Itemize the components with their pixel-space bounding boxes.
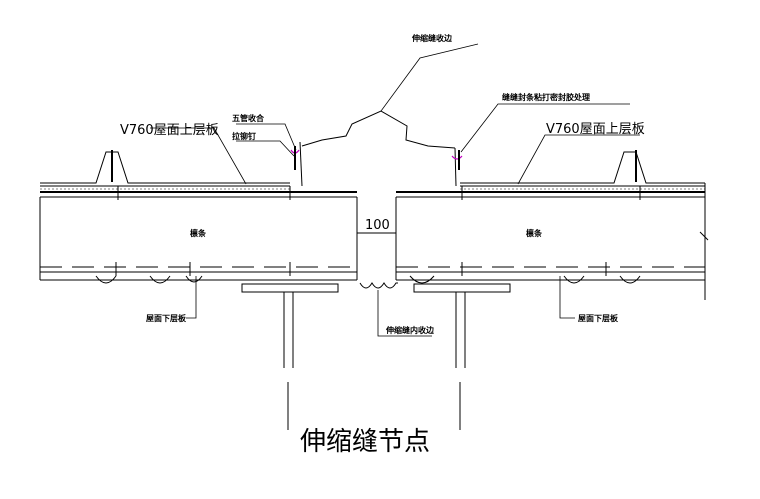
right-beam-web bbox=[455, 292, 466, 368]
leader-right-seal bbox=[460, 103, 630, 153]
label-right-seal-note: 缝缝封条粘打密封胶处理 bbox=[502, 92, 590, 102]
leader-joint-top bbox=[380, 43, 479, 112]
break-mark bbox=[699, 231, 709, 241]
drawing-title: 伸缩缝节点 bbox=[300, 427, 430, 457]
leader-inner-trim bbox=[377, 290, 432, 337]
left-upper-panel-profile bbox=[40, 151, 290, 184]
label-left-lower-panel: 屋面下层板 bbox=[146, 313, 187, 323]
left-support-beam bbox=[241, 283, 339, 430]
gap-dimension: 100 bbox=[357, 218, 396, 234]
label-left-rivet: 拉铆钉 bbox=[232, 131, 256, 141]
inner-trim bbox=[359, 282, 398, 289]
label-left-upper-panel: V760屋面上层板 bbox=[120, 123, 219, 138]
leader-left-rivet bbox=[236, 140, 295, 157]
left-roof-assembly bbox=[39, 141, 358, 284]
right-upper-panel-profile bbox=[460, 151, 705, 184]
label-inner-trim: 伸缩缝内收边 bbox=[385, 325, 435, 335]
left-lower-panel-corrugation bbox=[95, 275, 203, 284]
leader-left-panel bbox=[150, 127, 247, 185]
top-flashing bbox=[301, 110, 456, 149]
leader-left-lower bbox=[186, 276, 197, 319]
label-joint-top-cover: 伸缩缝收边 bbox=[411, 33, 453, 43]
label-right-upper-panel: V760屋面上层板 bbox=[546, 122, 645, 137]
right-support-beam bbox=[413, 283, 511, 430]
label-left-purlin: 檩条 bbox=[190, 228, 207, 238]
gap-width-label: 100 bbox=[365, 218, 390, 233]
left-upturn bbox=[299, 141, 303, 187]
label-right-lower-panel: 屋面下层板 bbox=[578, 313, 619, 323]
right-beam-flange bbox=[413, 283, 511, 293]
left-beam-web bbox=[283, 292, 294, 368]
right-roof-assembly bbox=[395, 147, 709, 300]
right-lower-panel-corrugation bbox=[409, 275, 641, 284]
leader-right-panel bbox=[517, 134, 640, 185]
label-right-purlin: 檩条 bbox=[526, 228, 543, 238]
leader-left-seal bbox=[236, 123, 297, 151]
leader-lines bbox=[150, 43, 640, 337]
left-fasteners bbox=[115, 186, 291, 276]
right-fasteners bbox=[461, 186, 641, 276]
leader-right-lower bbox=[559, 276, 575, 319]
label-left-vent-seal: 五管收合 bbox=[232, 113, 265, 123]
right-seal-mark bbox=[451, 155, 463, 160]
left-beam-flange bbox=[241, 283, 339, 293]
right-upturn bbox=[454, 147, 457, 187]
